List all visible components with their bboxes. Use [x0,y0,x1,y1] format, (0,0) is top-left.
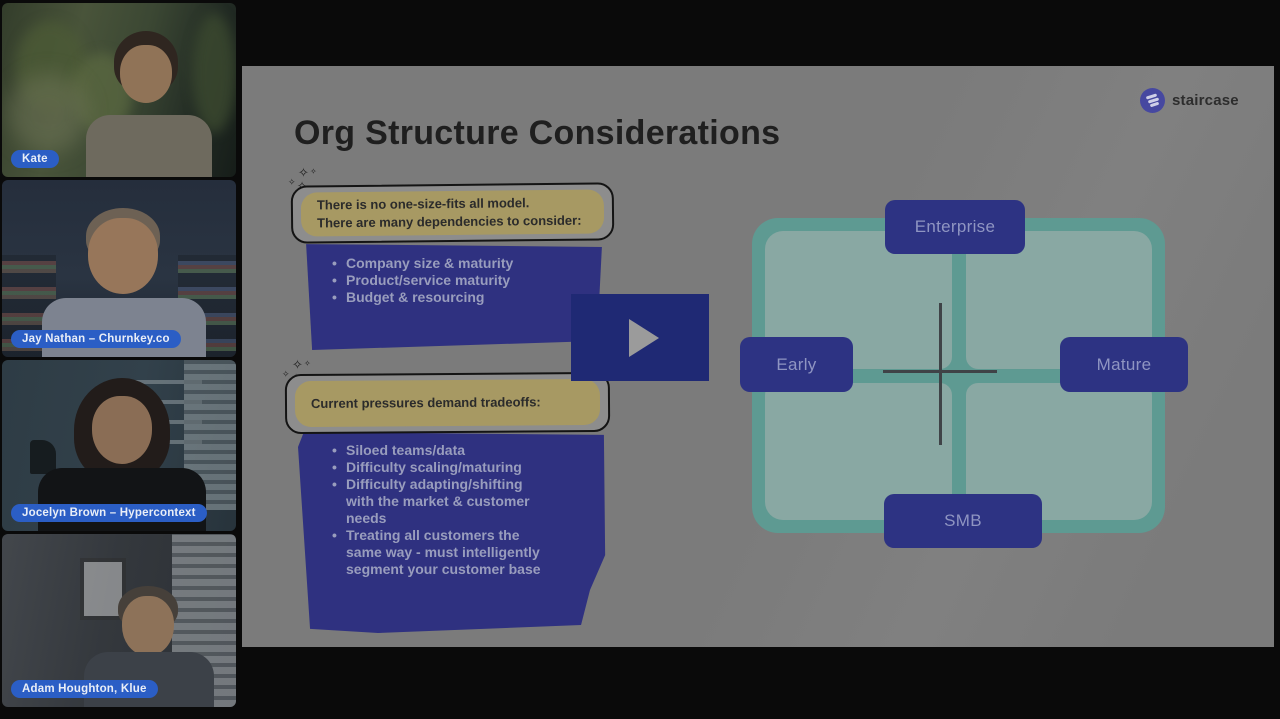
bullet-item: Siloed teams/data [330,442,580,459]
callout2-heading-box: Current pressures demand tradeoffs: [284,371,611,435]
slide-title: Org Structure Considerations [294,114,781,152]
participant-video-jocelyn: Jocelyn Brown – Hypercontext [2,360,236,531]
plant-decor [192,13,236,133]
staircase-logo: staircase [1140,88,1239,113]
participant-video-adam: Adam Houghton, Klue [2,534,236,707]
participant-video-kate: Kate [2,3,236,177]
matrix-label-smb: SMB [884,494,1042,548]
participant-video-jay: Jay Nathan – Churnkey.co [2,180,236,357]
callout1-bullet-list: Company size & maturity Product/service … [330,255,585,306]
staircase-logo-text: staircase [1172,92,1239,109]
matrix-label-early: Early [740,337,853,392]
callout2-heading: Current pressures demand tradeoffs: [310,394,541,412]
participant-name-badge: Jocelyn Brown – Hypercontext [11,504,207,522]
bullet-item: Company size & maturity [330,255,585,272]
wall-light-decor [8,73,88,153]
callout1-heading-line2: There are many dependencies to consider: [317,212,582,231]
matrix-label-mature: Mature [1060,337,1188,392]
slide: Org Structure Considerations staircase ✧… [242,66,1274,647]
lamp-decor [30,440,56,474]
play-button[interactable] [571,294,709,381]
bullet-item: Treating all customers the same way - mu… [330,527,580,578]
callout1-heading-box: There is no one-size-fits all model. The… [290,182,615,244]
bullet-item: Difficulty scaling/maturing [330,459,580,476]
play-icon [629,318,659,357]
callout2-heading-highlight: Current pressures demand tradeoffs: [294,378,601,428]
matrix-axis-vertical [939,303,942,445]
staircase-logo-icon [1140,88,1165,113]
participant-name-badge: Jay Nathan – Churnkey.co [11,330,181,348]
callout2-bullet-list: Siloed teams/data Difficulty scaling/mat… [330,442,580,578]
bullet-item: Budget & resourcing [330,289,585,306]
bullet-item: Product/service maturity [330,272,585,289]
participant-name-badge: Kate [11,150,59,168]
participant-name-badge: Adam Houghton, Klue [11,680,158,698]
callout1-heading-highlight: There is no one-size-fits all model. The… [300,189,605,237]
bullet-item: Difficulty adapting/shifting with the ma… [330,476,580,527]
matrix-label-enterprise: Enterprise [885,200,1025,254]
